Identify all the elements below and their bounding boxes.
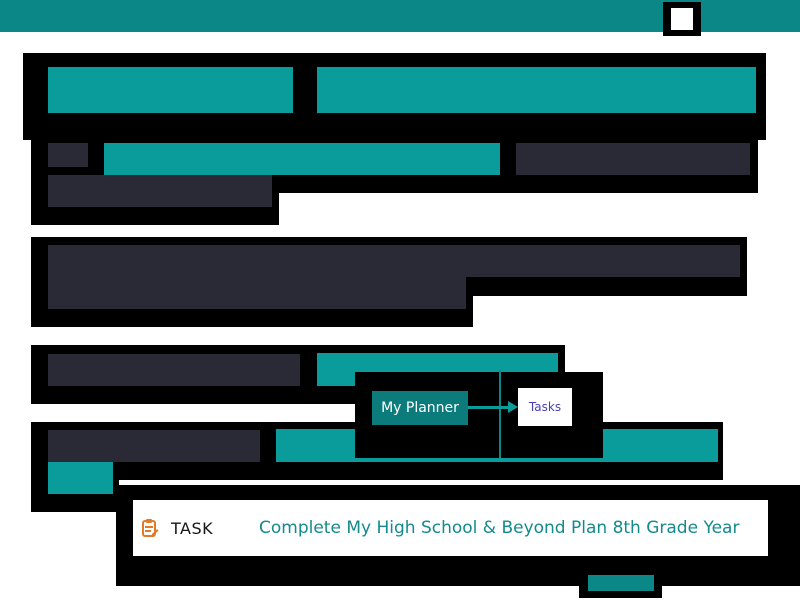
masked-block	[48, 175, 272, 207]
masked-block	[48, 430, 260, 462]
masked-block	[104, 143, 500, 175]
masked-block	[48, 143, 88, 167]
callout-arrow-line	[468, 406, 510, 409]
callout-divider	[499, 370, 501, 458]
masked-block	[516, 143, 750, 175]
task-kind-label: TASK	[171, 518, 214, 538]
callout-arrow-icon	[508, 401, 518, 413]
my-planner-button[interactable]: My Planner	[372, 391, 468, 425]
tasks-link[interactable]: Tasks	[518, 388, 572, 426]
masked-block	[48, 277, 466, 309]
masked-block	[48, 245, 740, 277]
clipboard-edit-icon	[141, 518, 159, 538]
bottom-action-button[interactable]	[588, 575, 654, 591]
header-action-button-face	[671, 8, 693, 30]
task-banner[interactable]: TASK Complete My High School & Beyond Pl…	[133, 500, 768, 556]
masked-block	[48, 67, 293, 113]
masked-block	[48, 462, 113, 494]
masked-block	[317, 67, 756, 113]
masked-block	[48, 354, 300, 386]
header-action-button[interactable]	[663, 2, 701, 36]
task-title[interactable]: Complete My High School & Beyond Plan 8t…	[259, 518, 740, 538]
